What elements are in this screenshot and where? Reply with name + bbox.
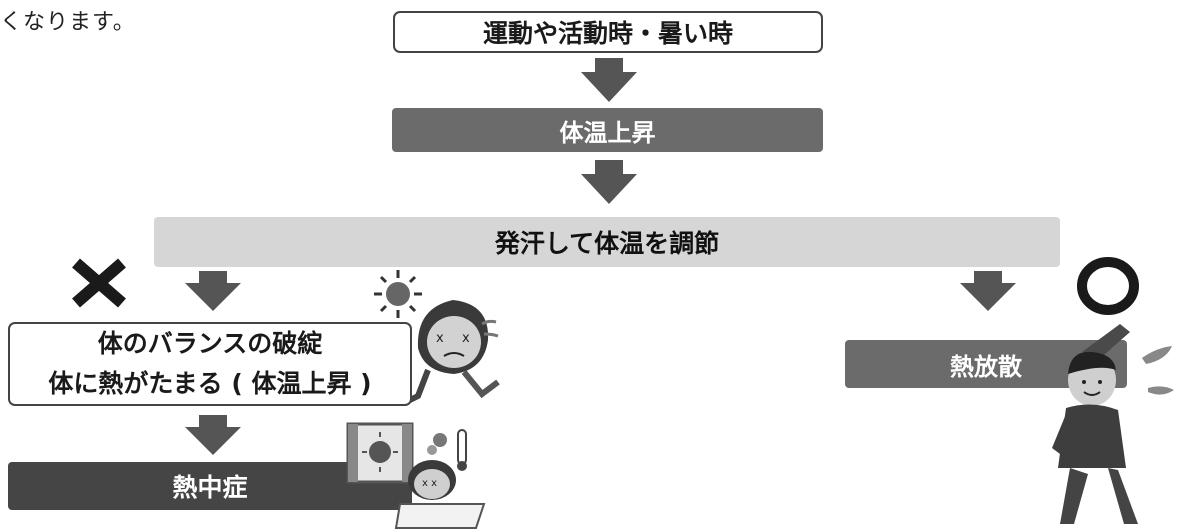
imbalance-box: 体のバランスの破綻 体に熱がたまる ( 体温上昇 ) xyxy=(8,322,412,406)
down-arrow-icon xyxy=(581,58,637,102)
down-arrow-icon xyxy=(960,271,1016,311)
down-arrow-icon xyxy=(185,271,241,311)
trigger-box: 運動や活動時・暑い時 xyxy=(393,11,823,53)
heatstroke-box: 熱中症 xyxy=(8,462,412,510)
svg-text:x: x xyxy=(462,331,470,346)
svg-text:x: x xyxy=(436,331,444,346)
temperature-rise-box: 体温上昇 xyxy=(392,108,823,152)
intro-text-fragment: くなります。 xyxy=(0,10,136,35)
svg-text:x x: x x xyxy=(422,478,437,489)
cross-mark-icon xyxy=(72,258,126,308)
sick-child-in-bed-illustration: x x xyxy=(346,422,486,529)
down-arrow-icon xyxy=(581,160,637,204)
sweating-box: 発汗して体温を調節 xyxy=(154,217,1060,267)
down-arrow-icon xyxy=(185,415,241,455)
imbalance-line-1: 体のバランスの破綻 xyxy=(97,329,323,358)
circle-mark-icon xyxy=(1077,257,1139,315)
fainting-child-illustration: x x xyxy=(404,300,500,405)
imbalance-line-2: 体に熱がたまる ( 体温上昇 ) xyxy=(48,369,372,398)
stretching-person-illustration xyxy=(1052,324,1174,524)
sun-icon xyxy=(374,270,422,318)
